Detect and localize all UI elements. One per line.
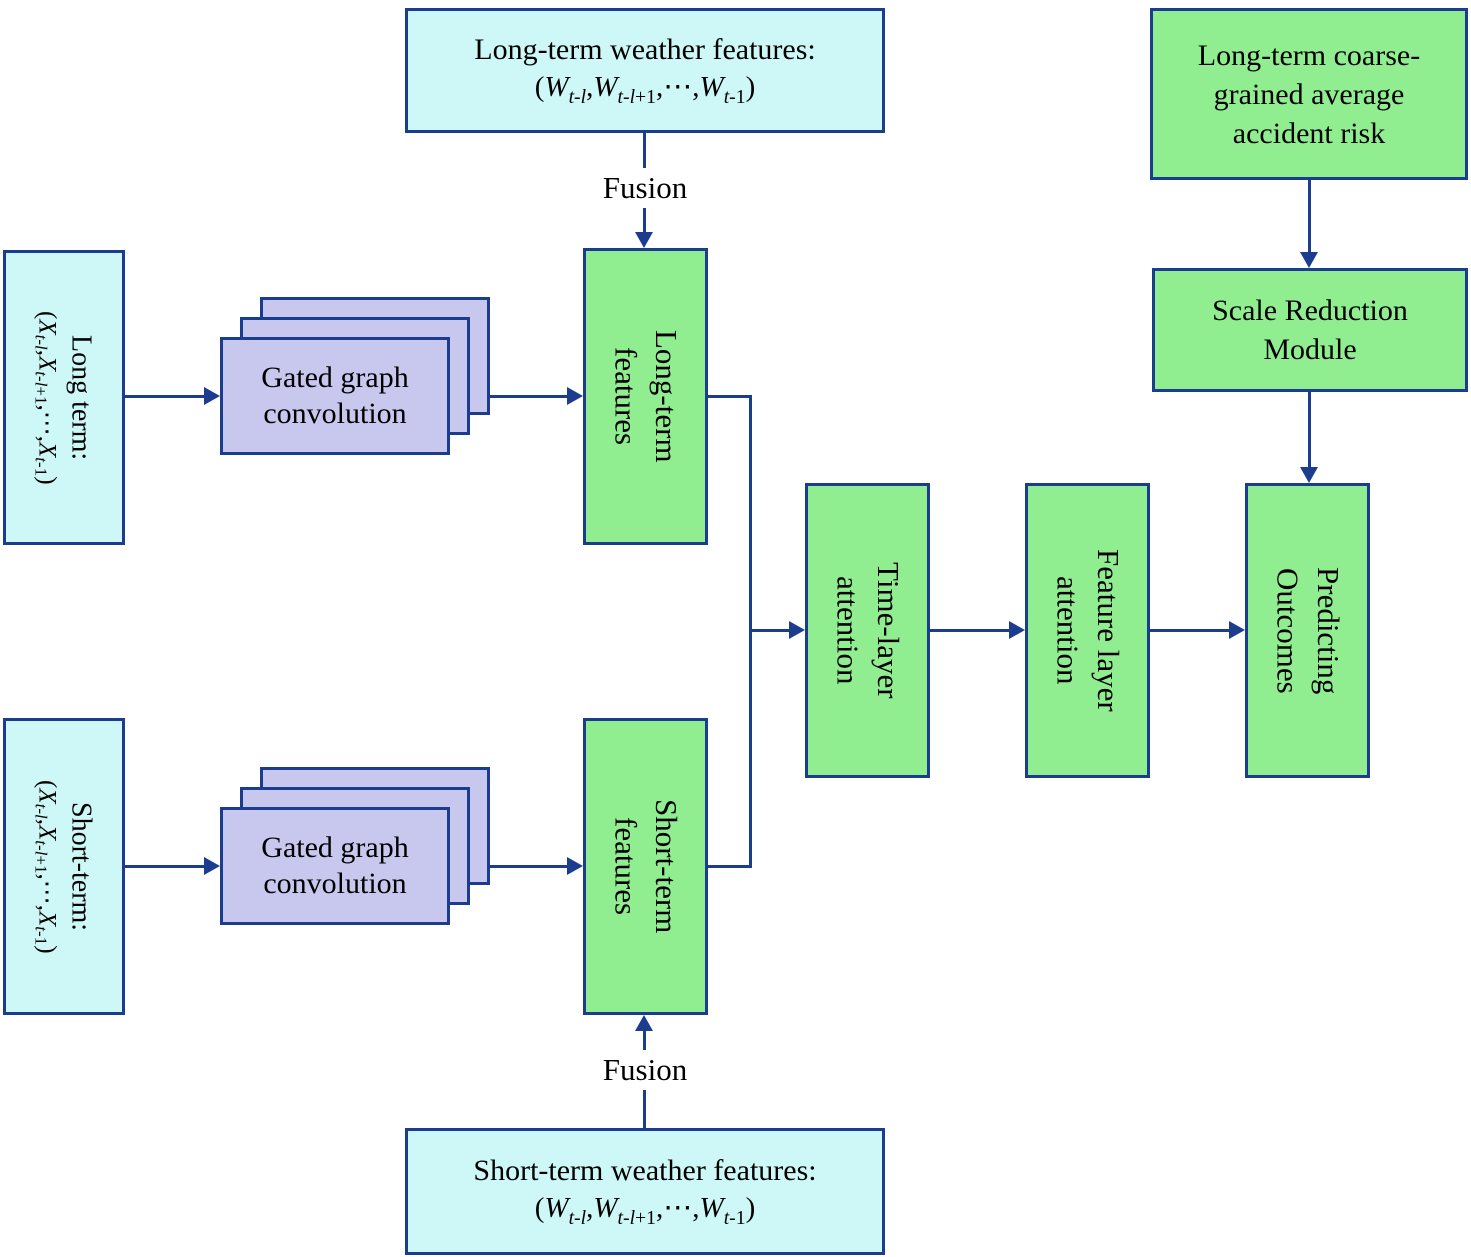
coarse-grained-risk-line2: grained average [1213,77,1405,111]
predicting-outcomes-box: Predicting Outcomes [1245,483,1370,778]
short-term-features-text: Short-term features [605,799,686,933]
long-term-input-formula: (Xt-l,Xt-l+1,⋯,Xt-1) [31,310,61,485]
gated-long-label-line1: Gated graph [261,361,409,394]
scale-reduction-module-text: Scale Reduction Module [1212,291,1408,369]
long-term-weather-title: Long-term weather features: [474,33,816,67]
long-term-weather-text: Long-term weather features: (Wt-l,Wt-l+1… [474,30,816,110]
scale-reduction-line1: Scale Reduction [1212,294,1408,327]
gated-short-label-line2: convolution [263,867,407,900]
arrow-head-shortinput-gated [204,857,220,875]
short-term-input-formula: (Xt-l,Xt-l+1,⋯,Xt-1) [31,779,61,954]
arrow-shaft-gated-longfeatures [490,395,567,398]
coarse-grained-risk-line3: accident risk [1232,116,1386,150]
long-term-features-text: Long-term features [605,330,686,463]
arrow-head-scale-predicting [1300,467,1318,483]
arrow-shaft-gated-shortfeatures [490,865,567,868]
coarse-grained-risk-line1: Long-term coarse- [1197,38,1421,72]
connector-shortfeatures-junction [708,865,752,868]
long-term-input-title: Long term: [65,334,97,461]
feature-layer-attention-box: Feature layer attention [1025,483,1150,778]
scale-reduction-module-box: Scale Reduction Module [1152,268,1468,392]
short-term-features-box: Short-term features [583,718,708,1015]
feature-layer-attention-line2: attention [1050,576,1086,685]
arrow-head-time-feature [1009,621,1025,639]
fusion-label-top: Fusion [585,168,705,208]
arrow-head-feature-predicting [1229,621,1245,639]
gated-graph-convolution-short-stack: Gated graph convolution [220,767,490,925]
long-term-features-line2: features [608,347,644,446]
arrow-head-gated-longfeatures [567,387,583,405]
gated-short-label-line1: Gated graph [261,831,409,864]
long-term-features-box: Long-term features [583,248,708,545]
time-layer-attention-text: Time-layer attention [827,562,908,699]
arrow-shaft-time-feature [930,629,1009,632]
short-term-features-line1: Short-term [648,799,684,934]
short-term-weather-features-box: Short-term weather features: (Wt-l,Wt-l+… [405,1128,885,1255]
short-term-weather-formula: (Wt-l,Wt-l+1,⋯,Wt-1) [534,1192,756,1230]
arrow-shaft-junction-timeattention [749,629,789,632]
arrow-head-gated-shortfeatures [567,857,583,875]
predicting-outcomes-line1: Predicting [1310,566,1346,695]
scale-reduction-line2: Module [1263,333,1357,366]
arrow-shaft-shortinput-gated [125,865,204,868]
stack-sheet-front: Gated graph convolution [220,337,450,455]
long-term-input-text: Long term: (Xt-l,Xt-l+1,⋯,Xt-1) [29,311,98,485]
feature-layer-attention-text: Feature layer attention [1047,549,1128,712]
coarse-grained-risk-box: Long-term coarse- grained average accide… [1150,8,1468,180]
arrow-shaft-feature-predicting [1150,629,1229,632]
arrow-head-longinput-gated [204,387,220,405]
fusion-label-bottom: Fusion [585,1050,705,1090]
arrow-head-junction-timeattention [789,621,805,639]
feature-layer-attention-line1: Feature layer [1090,549,1126,712]
short-term-input-title: Short-term: [65,801,97,932]
predicting-outcomes-text: Predicting Outcomes [1267,567,1348,694]
short-term-input-text: Short-term: (Xt-l,Xt-l+1,⋯,Xt-1) [29,780,98,954]
arrow-head-risk-scale [1300,252,1318,268]
stack-sheet-front: Gated graph convolution [220,807,450,925]
arrow-shaft-longinput-gated [125,395,204,398]
arrow-head-fusion-bottom [635,1015,653,1031]
long-term-input-box: Long term: (Xt-l,Xt-l+1,⋯,Xt-1) [3,250,125,545]
short-term-weather-text: Short-term weather features: (Wt-l,Wt-l+… [473,1151,816,1231]
time-layer-attention-line1: Time-layer [870,562,906,699]
long-term-weather-features-box: Long-term weather features: (Wt-l,Wt-l+1… [405,8,885,133]
long-term-weather-formula: (Wt-l,Wt-l+1,⋯,Wt-1) [534,71,756,109]
short-term-features-line2: features [608,817,644,916]
gated-graph-convolution-long-stack: Gated graph convolution [220,297,490,455]
time-layer-attention-box: Time-layer attention [805,483,930,778]
short-term-input-box: Short-term: (Xt-l,Xt-l+1,⋯,Xt-1) [3,718,125,1015]
gated-long-label-line2: convolution [263,397,407,430]
connector-longfeatures-junction [708,395,752,398]
predicting-outcomes-line2: Outcomes [1270,567,1306,694]
long-term-features-line1: Long-term [648,330,684,463]
arrow-shaft-risk-scale [1308,180,1311,252]
arrow-shaft-scale-predicting [1308,392,1311,467]
arrow-head-fusion-top [635,232,653,248]
short-term-weather-title: Short-term weather features: [473,1154,817,1188]
coarse-grained-risk-text: Long-term coarse- grained average accide… [1198,36,1420,153]
time-layer-attention-line2: attention [830,576,866,685]
